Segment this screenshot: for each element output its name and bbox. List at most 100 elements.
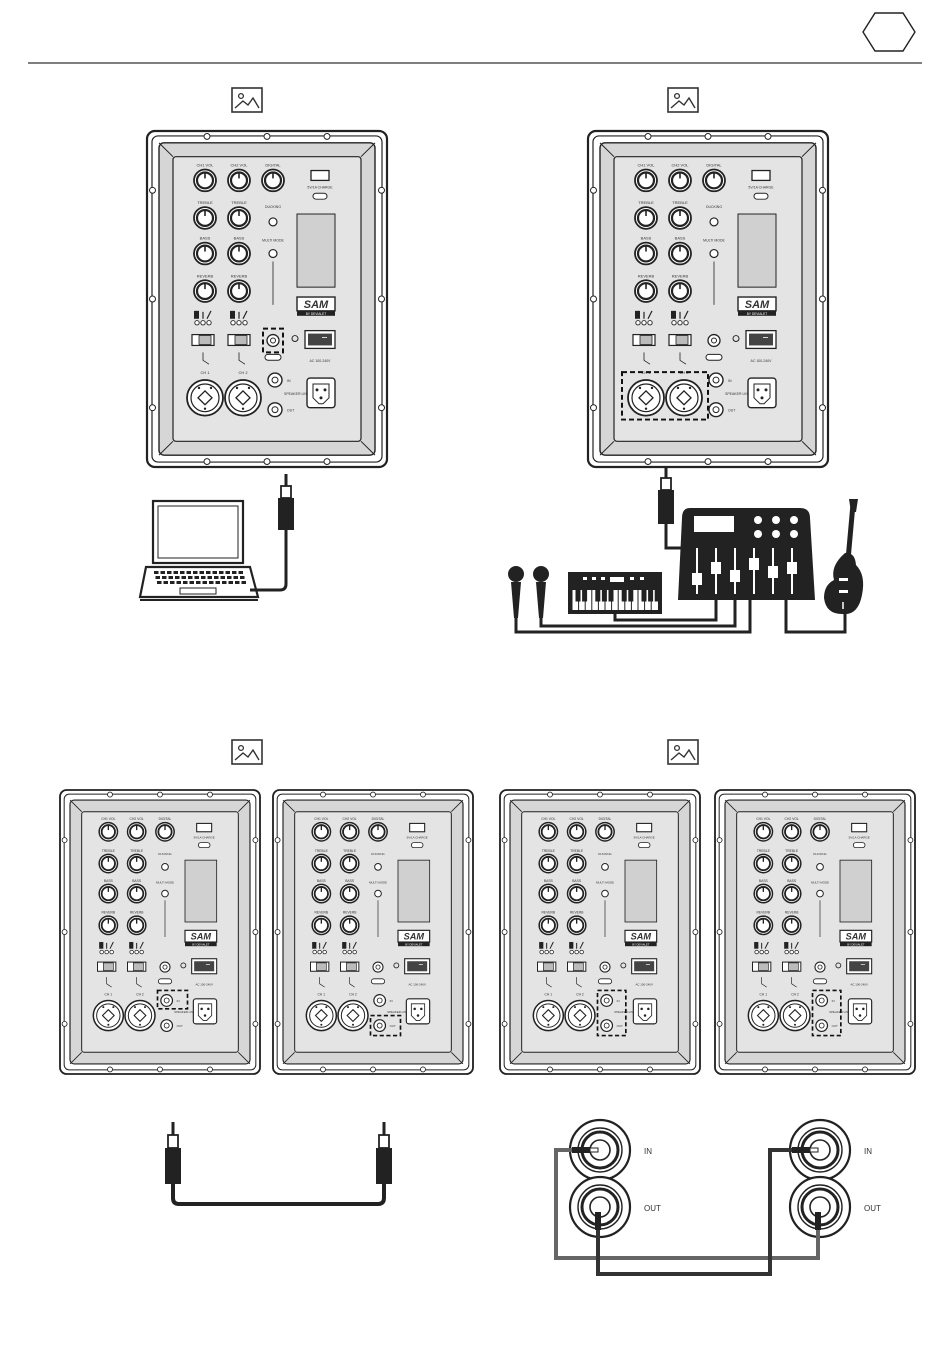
knob[interactable] — [667, 279, 693, 304]
speaker-link-out-jack[interactable] — [600, 1019, 614, 1032]
knob[interactable] — [311, 853, 332, 874]
xlr-combo-input[interactable] — [186, 379, 224, 417]
xlr-combo-input[interactable] — [532, 999, 565, 1032]
knob[interactable] — [192, 279, 218, 304]
xlr-combo-input[interactable] — [124, 999, 156, 1032]
knob[interactable] — [781, 821, 802, 842]
speaker-link-out-jack[interactable] — [373, 1019, 387, 1032]
speaker-link-in-jack[interactable] — [708, 372, 724, 388]
ac-inlet[interactable] — [405, 998, 431, 1025]
knob[interactable] — [226, 279, 252, 304]
knob[interactable] — [753, 883, 774, 904]
bluetooth-button[interactable] — [161, 889, 169, 898]
knob[interactable] — [367, 821, 389, 842]
xlr-combo-input[interactable] — [564, 999, 596, 1032]
knob[interactable] — [126, 853, 147, 874]
usb-port[interactable] — [409, 822, 426, 833]
knob[interactable] — [566, 915, 587, 936]
ducking-button[interactable] — [816, 863, 824, 871]
knob[interactable] — [594, 821, 616, 842]
xlr-combo-input[interactable] — [224, 379, 262, 417]
usb-port[interactable] — [196, 822, 213, 833]
bluetooth-button[interactable] — [374, 889, 382, 898]
knob[interactable] — [566, 853, 587, 874]
knob[interactable] — [538, 853, 559, 874]
ac-inlet[interactable] — [747, 377, 777, 409]
xlr-combo-input[interactable] — [92, 999, 125, 1032]
knob[interactable] — [781, 883, 802, 904]
ducking-button[interactable] — [709, 217, 719, 227]
knob[interactable] — [633, 279, 659, 304]
knob[interactable] — [753, 853, 774, 874]
ac-inlet[interactable] — [306, 377, 336, 409]
knob[interactable] — [753, 915, 774, 936]
knob[interactable] — [192, 205, 218, 230]
knob[interactable] — [667, 168, 693, 193]
ac-inlet[interactable] — [192, 998, 218, 1025]
knob[interactable] — [126, 915, 147, 936]
speaker-link-in-jack[interactable] — [815, 994, 829, 1007]
knob[interactable] — [98, 821, 119, 842]
knob[interactable] — [633, 241, 659, 266]
knob[interactable] — [226, 241, 252, 266]
bluetooth-button[interactable] — [601, 889, 609, 898]
knob[interactable] — [339, 853, 360, 874]
knob[interactable] — [809, 821, 831, 842]
speaker-link-out-jack[interactable] — [267, 402, 283, 418]
knob[interactable] — [311, 883, 332, 904]
speaker-link-out-jack[interactable] — [160, 1019, 174, 1032]
xlr-combo-input[interactable] — [627, 379, 665, 417]
ducking-button[interactable] — [374, 863, 382, 871]
usb-port[interactable] — [851, 822, 868, 833]
knob[interactable] — [260, 168, 286, 193]
speaker-link-in-jack[interactable] — [600, 994, 614, 1007]
xlr-combo-input[interactable] — [747, 999, 780, 1032]
knob[interactable] — [633, 205, 659, 230]
knob[interactable] — [154, 821, 176, 842]
speaker-link-out-jack[interactable] — [708, 402, 724, 418]
ac-inlet[interactable] — [632, 998, 658, 1025]
knob[interactable] — [566, 821, 587, 842]
knob[interactable] — [781, 915, 802, 936]
usb-port[interactable] — [751, 169, 771, 182]
bluetooth-button[interactable] — [268, 248, 278, 259]
xlr-combo-input[interactable] — [305, 999, 338, 1032]
ducking-button[interactable] — [601, 863, 609, 871]
knob[interactable] — [98, 883, 119, 904]
knob[interactable] — [226, 205, 252, 230]
usb-port[interactable] — [636, 822, 653, 833]
knob[interactable] — [226, 168, 252, 193]
knob[interactable] — [192, 168, 218, 193]
knob[interactable] — [633, 168, 659, 193]
knob[interactable] — [98, 853, 119, 874]
knob[interactable] — [339, 915, 360, 936]
knob[interactable] — [753, 821, 774, 842]
ducking-button[interactable] — [161, 863, 169, 871]
knob[interactable] — [538, 883, 559, 904]
knob[interactable] — [781, 853, 802, 874]
knob[interactable] — [126, 883, 147, 904]
knob[interactable] — [311, 821, 332, 842]
speaker-link-out-jack[interactable] — [815, 1019, 829, 1032]
ducking-button[interactable] — [268, 217, 278, 227]
knob[interactable] — [701, 168, 727, 193]
knob[interactable] — [192, 241, 218, 266]
ac-inlet[interactable] — [847, 998, 873, 1025]
speaker-link-in-jack[interactable] — [160, 994, 174, 1007]
xlr-combo-input[interactable] — [337, 999, 369, 1032]
usb-port[interactable] — [310, 169, 330, 182]
speaker-link-in-jack[interactable] — [267, 372, 283, 388]
knob[interactable] — [126, 821, 147, 842]
xlr-combo-input[interactable] — [665, 379, 703, 417]
knob[interactable] — [538, 915, 559, 936]
knob[interactable] — [339, 883, 360, 904]
knob[interactable] — [339, 821, 360, 842]
speaker-link-in-jack[interactable] — [373, 994, 387, 1007]
bluetooth-button[interactable] — [709, 248, 719, 259]
knob[interactable] — [98, 915, 119, 936]
knob[interactable] — [667, 241, 693, 266]
xlr-combo-input[interactable] — [779, 999, 811, 1032]
knob[interactable] — [538, 821, 559, 842]
knob[interactable] — [311, 915, 332, 936]
knob[interactable] — [566, 883, 587, 904]
